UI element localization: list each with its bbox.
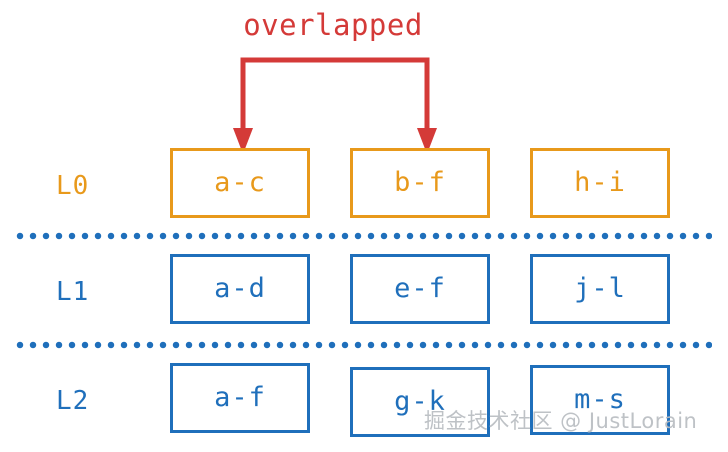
- level-row-l1: L1 a-d e-f j-l: [0, 254, 728, 330]
- sstable-box[interactable]: a-f: [170, 363, 310, 433]
- sstable-box[interactable]: a-d: [170, 254, 310, 324]
- sstable-box[interactable]: m-s: [530, 365, 670, 435]
- level-label-l1: L1: [56, 277, 90, 307]
- level-label-l2: L2: [56, 386, 90, 416]
- sstable-box[interactable]: j-l: [530, 254, 670, 324]
- level-row-l0: L0 a-c b-f h-i: [0, 148, 728, 224]
- sstable-box[interactable]: a-c: [170, 148, 310, 218]
- sstable-box[interactable]: g-k: [350, 367, 490, 437]
- level-divider: [16, 232, 712, 240]
- sstable-box[interactable]: b-f: [350, 148, 490, 218]
- level-label-l0: L0: [56, 171, 90, 201]
- overlapped-bracket-arrows-icon: [233, 57, 437, 154]
- overlapped-annotation-text: overlapped: [243, 8, 423, 42]
- sstable-box[interactable]: h-i: [530, 148, 670, 218]
- level-row-l2: L2 a-f g-k m-s: [0, 363, 728, 439]
- sstable-box[interactable]: e-f: [350, 254, 490, 324]
- overlapped-annotation-label: overlapped: [0, 8, 728, 42]
- level-divider: [16, 341, 712, 349]
- watermark: 掘金技术社区 @ JustLorain: [424, 409, 698, 433]
